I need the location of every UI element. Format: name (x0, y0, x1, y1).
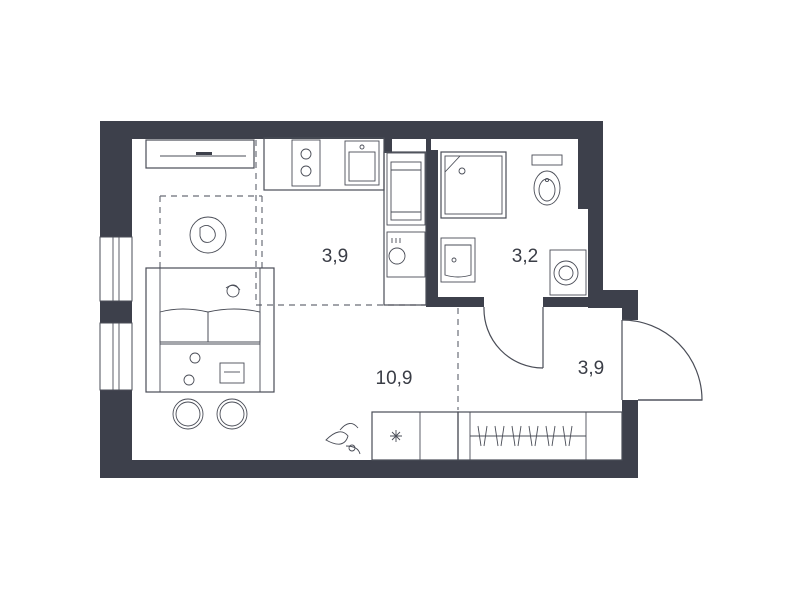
window-upper (99, 236, 133, 302)
walls (100, 121, 638, 478)
hallway-area-label: 3,9 (578, 358, 604, 379)
ottomans-icon (172, 398, 248, 430)
toilet-icon (531, 154, 563, 206)
cabinet-bottom (371, 411, 459, 461)
round-rug-decor-icon (189, 216, 227, 254)
sofa-icon (145, 267, 275, 393)
kitchen-counter (263, 137, 427, 306)
bathroom-area-label: 3,2 (512, 246, 538, 267)
fridge-icon (386, 152, 426, 226)
coffee-table-items (183, 352, 245, 386)
washing-machine-kitchen-icon (386, 231, 426, 278)
wall-shelf-tv (145, 139, 255, 169)
washing-machine-icon (549, 249, 587, 296)
plant-icon (325, 423, 361, 455)
zone-dividers (159, 140, 459, 410)
washbasin-icon (440, 237, 476, 283)
kitchen-area-label: 3,9 (322, 246, 348, 267)
kitchen-sink-icon (344, 140, 380, 186)
stove-icon (291, 139, 321, 187)
living-area-label: 10,9 (376, 368, 413, 389)
entrance-door[interactable] (621, 319, 703, 401)
wardrobe-icon (457, 411, 623, 461)
bathroom-door[interactable] (483, 306, 544, 369)
window-lower (99, 322, 133, 391)
shower-tray-icon (440, 151, 507, 219)
